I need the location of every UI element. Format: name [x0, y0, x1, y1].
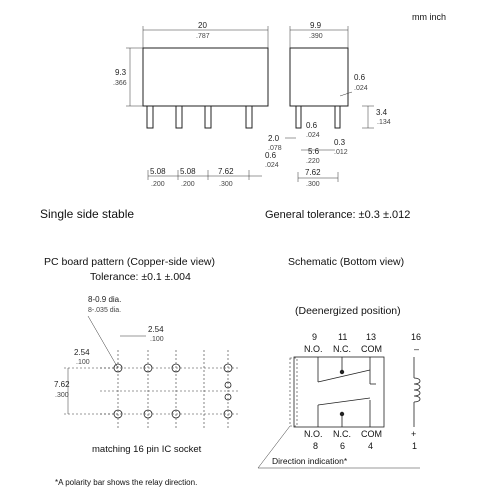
small-mm: 0.3 [334, 138, 346, 147]
label-plus: + [411, 429, 416, 439]
side-view: 9.9 .390 0.6 .024 3.4 .134 0.6 .024 2.0 … [265, 21, 391, 188]
label-com-top: COM [361, 344, 382, 354]
pin-thick-in: .024 [354, 85, 368, 92]
schematic: 9 11 13 16 N.O. N.C. COM – N.O. N.C. COM… [257, 332, 421, 469]
offset-in: .078 [268, 145, 282, 152]
hole-4 [223, 363, 233, 373]
schematic-title: Schematic (Bottom view) [288, 256, 404, 268]
pin-1: 1 [412, 441, 417, 451]
coil [413, 377, 421, 403]
general-tolerance: General tolerance: ±0.3 ±.012 [265, 209, 410, 221]
side-in: .024 [265, 162, 279, 169]
pitch2-mm: 5.08 [180, 167, 196, 176]
pin-side-right [334, 105, 341, 129]
pin-w-mm: 0.6 [306, 121, 318, 130]
pin-16: 16 [411, 332, 421, 342]
deenergized-label: (Deenergized position) [295, 305, 401, 317]
height-in: .366 [113, 80, 127, 87]
hole-1 [113, 363, 123, 373]
width-in: .390 [309, 33, 323, 40]
label-no-bot: N.O. [304, 429, 323, 439]
hole-5 [113, 409, 123, 419]
relay-body-side [289, 47, 349, 107]
label-com-bot: COM [361, 429, 382, 439]
length-in: .787 [196, 33, 210, 40]
pin-w-in: .024 [306, 132, 320, 139]
hole-dia-mm: 8-0.9 dia. [88, 295, 121, 304]
pin-9: 9 [312, 332, 317, 342]
socket-label: matching 16 pin IC socket [92, 444, 202, 455]
footnote: *A polarity bar shows the relay directio… [55, 478, 197, 487]
inner-in: .220 [306, 158, 320, 165]
pitch2-in: .200 [181, 181, 195, 188]
pcb-pitch-mm: 2.54 [148, 325, 164, 334]
pin-front-3 [204, 105, 212, 129]
pin-len-mm: 3.4 [376, 108, 388, 117]
small-in: .012 [334, 149, 348, 156]
label-nc-bot: N.C. [333, 429, 351, 439]
pin-front-4 [245, 105, 253, 129]
pin-len-in: .134 [377, 119, 391, 126]
length-mm: 20 [198, 21, 207, 30]
hole-2 [143, 363, 153, 373]
pin-4: 4 [368, 441, 373, 451]
hole-7 [171, 409, 181, 419]
pcb-row-mm: 7.62 [54, 380, 70, 389]
hole-dia-in: 8-.035 dia. [88, 307, 121, 314]
contact-dot-1 [339, 369, 345, 375]
polarity-bar [289, 357, 298, 427]
pcb-left-mm: 2.54 [74, 348, 90, 357]
direction-label: Direction indication* [272, 456, 348, 466]
units-label: mm inch [412, 12, 446, 22]
label-no-top: N.O. [304, 344, 323, 354]
contact-dot-2 [339, 411, 345, 417]
pitch1-mm: 5.08 [150, 167, 166, 176]
hole-8 [223, 409, 233, 419]
pcb-title: PC board pattern (Copper-side view) [44, 256, 215, 268]
pin-thick-mm: 0.6 [354, 73, 366, 82]
inner-mm: 5.6 [308, 147, 320, 156]
single-side-label: Single side stable [40, 207, 134, 221]
pcb-left-in: .100 [76, 359, 90, 366]
row-mm: 7.62 [305, 168, 321, 177]
height-mm: 9.3 [115, 68, 127, 77]
relay-body-front [142, 47, 269, 107]
label-minus: – [414, 344, 419, 354]
side-mm: 0.6 [265, 151, 277, 160]
pitch3-mm: 7.62 [218, 167, 234, 176]
pin-side-left [295, 105, 302, 129]
hole-3 [171, 363, 181, 373]
pin-11: 11 [338, 332, 347, 342]
relay-outline [293, 356, 385, 428]
pin-front-1 [146, 105, 154, 129]
pcb-pitch-in: .100 [150, 336, 164, 343]
pin-front-2 [175, 105, 183, 129]
pin-6: 6 [340, 441, 345, 451]
pitch1-in: .200 [151, 181, 165, 188]
pcb-row-in: .300 [55, 392, 69, 399]
label-nc-top: N.C. [333, 344, 351, 354]
pcb-pattern: 8-0.9 dia. 8-.035 dia. 2.54 .100 2.54 .1… [54, 295, 240, 455]
row-in: .300 [306, 181, 320, 188]
pin-13: 13 [366, 332, 376, 342]
front-view: 20 .787 9.3 .366 5.08 .200 5.08 .200 7.6… [113, 21, 269, 188]
offset-mm: 2.0 [268, 134, 280, 143]
pitch3-in: .300 [219, 181, 233, 188]
pin-8: 8 [313, 441, 318, 451]
hole-6 [143, 409, 153, 419]
width-mm: 9.9 [310, 21, 322, 30]
pcb-tolerance: Tolerance: ±0.1 ±.004 [90, 271, 191, 283]
